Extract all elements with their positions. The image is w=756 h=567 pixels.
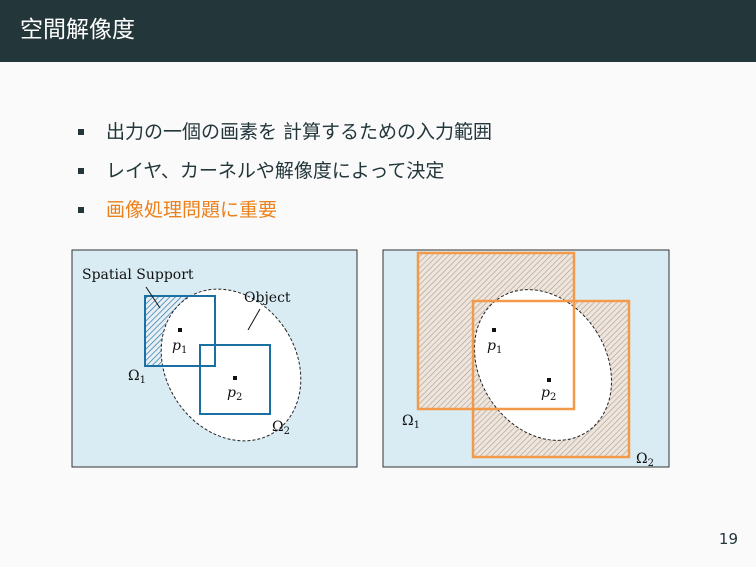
bullet-marker — [78, 168, 84, 174]
object-label: Object — [244, 290, 291, 306]
omega1-base: Ω — [128, 368, 140, 384]
p2-sub: 2 — [236, 392, 242, 403]
p2-point — [547, 378, 551, 382]
spatial-support-leader — [145, 286, 161, 309]
object-leader — [247, 308, 261, 331]
object-ellipse — [474, 289, 612, 441]
spatial-resolution-figure: Spatial Support Object p1 p2 Ω1 Ω2 p1 — [71, 249, 670, 469]
p2-point — [233, 376, 237, 380]
p1-sub: 1 — [496, 345, 502, 356]
left-panel: Spatial Support Object p1 p2 Ω1 Ω2 — [71, 249, 358, 468]
bullet-item: レイヤ、カーネルや解像度によって決定 — [78, 157, 492, 196]
title-bar: 空間解像度 — [0, 0, 756, 62]
omega1-sub: 1 — [140, 375, 146, 386]
omega1-square — [144, 295, 216, 367]
p1-sub: 1 — [181, 345, 187, 356]
omega1-label: Ω1 — [128, 368, 146, 386]
right-panel: p1 p2 Ω1 Ω2 — [382, 249, 670, 469]
bullet-marker — [78, 207, 84, 213]
slide-title: 空間解像度 — [20, 17, 135, 43]
p2-sub: 2 — [550, 392, 556, 403]
p1-base: p — [172, 338, 181, 354]
p2-label: p2 — [227, 385, 242, 403]
omega2-sub: 2 — [648, 458, 654, 469]
omega1-square — [416, 251, 576, 411]
p1-base: p — [487, 338, 496, 354]
omega2-sub: 2 — [284, 426, 290, 437]
bullet-item: 出力の一個の画素を 計算するための入力範囲 — [78, 118, 492, 157]
spatial-support-label: Spatial Support — [82, 267, 194, 283]
omega2-base: Ω — [636, 451, 648, 467]
omega2-label: Ω2 — [272, 419, 290, 437]
p2-base: p — [227, 385, 236, 401]
bullet-text: レイヤ、カーネルや解像度によって決定 — [106, 160, 445, 182]
bullet-item-highlight: 画像処理問題に重要 — [78, 196, 492, 235]
omega2-base: Ω — [272, 419, 284, 435]
omega2-square — [199, 344, 271, 415]
omega2-label: Ω2 — [636, 451, 654, 469]
bullet-marker — [78, 129, 84, 135]
p1-point — [492, 328, 496, 332]
bullet-text: 出力の一個の画素を 計算するための入力範囲 — [106, 121, 493, 143]
object-ellipse — [160, 288, 302, 442]
bullet-list: 出力の一個の画素を 計算するための入力範囲 レイヤ、カーネルや解像度によって決定… — [78, 118, 492, 235]
omega1-sub: 1 — [414, 420, 420, 431]
page-number: 19 — [718, 530, 738, 548]
p2-label: p2 — [541, 385, 556, 403]
bullet-text: 画像処理問題に重要 — [106, 199, 278, 221]
p1-point — [178, 328, 182, 332]
omega2-square — [471, 299, 631, 459]
p2-base: p — [541, 385, 550, 401]
p1-label: p1 — [172, 338, 187, 356]
omega1-base: Ω — [402, 413, 414, 429]
omega1-label: Ω1 — [402, 413, 420, 431]
p1-label: p1 — [487, 338, 502, 356]
